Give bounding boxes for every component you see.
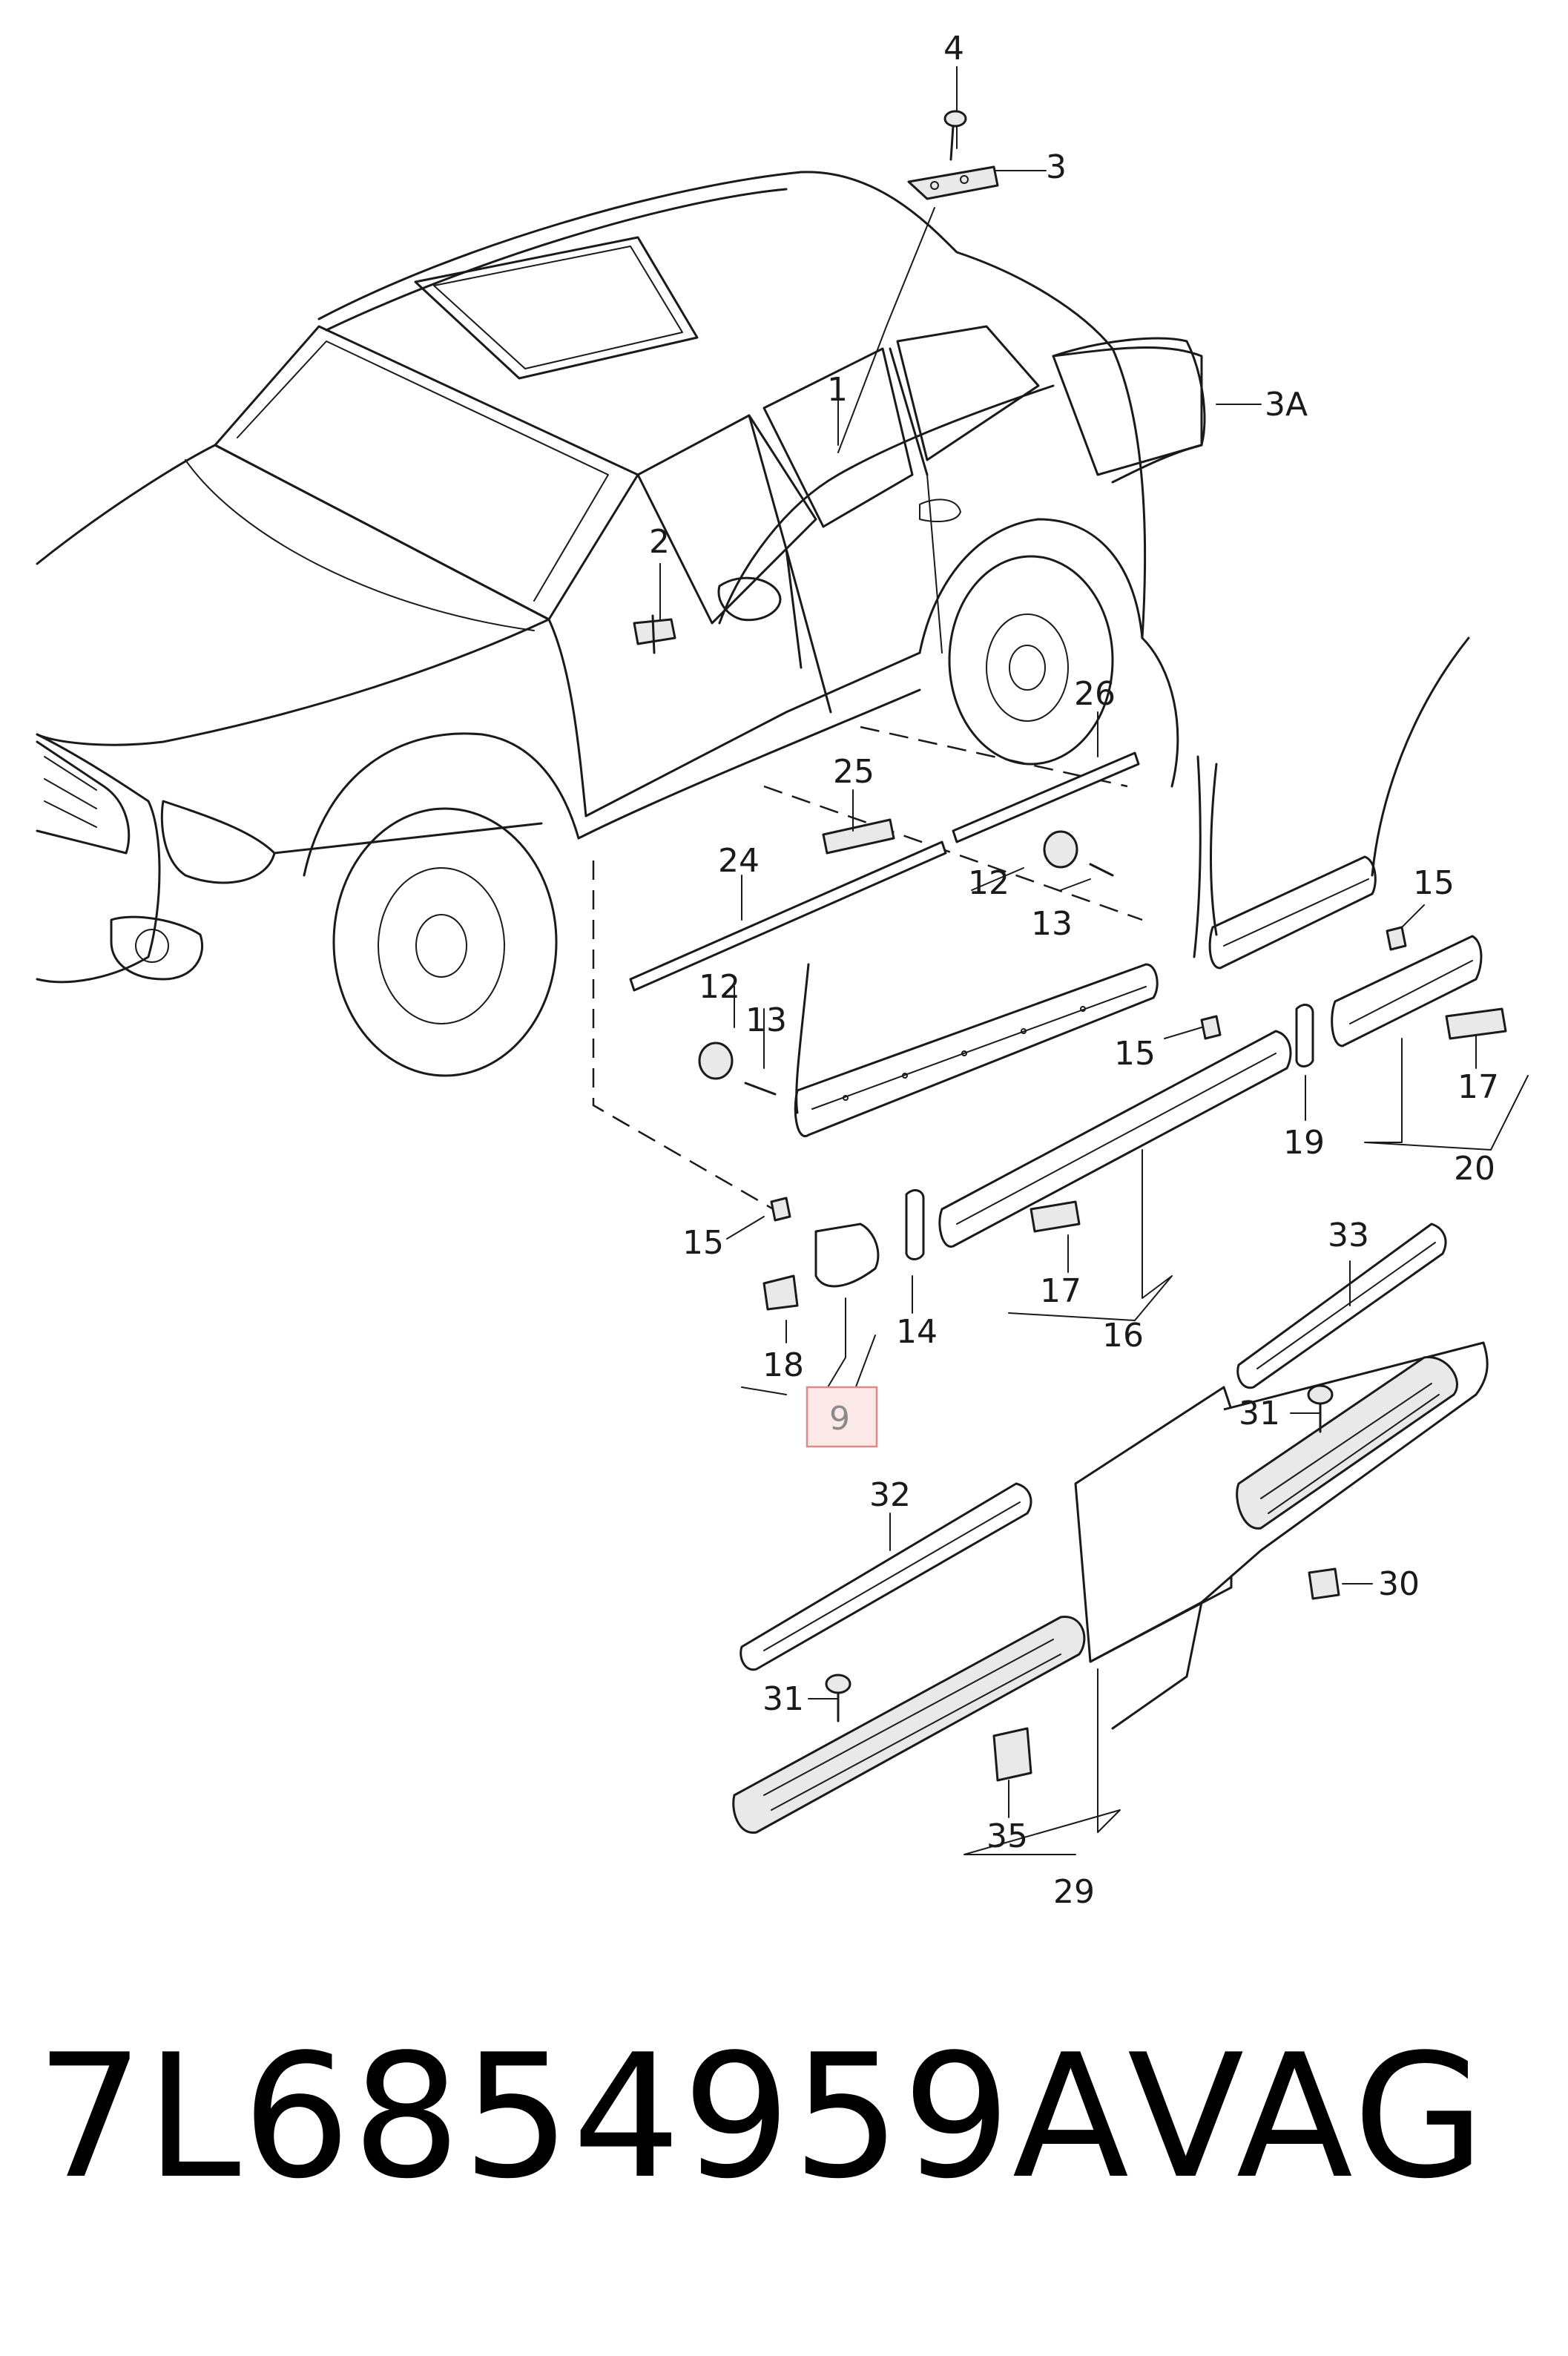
part-19-seal — [1295, 1004, 1314, 1067]
callout-17-mid: 17 — [1040, 1272, 1081, 1310]
part-9-end-cap — [814, 1223, 880, 1288]
callout-29: 29 — [1053, 1873, 1095, 1911]
callout-leaders — [659, 400, 1529, 1855]
part-3-bracket — [907, 165, 999, 200]
part-26-strip — [952, 751, 1140, 843]
rear-door-edge — [1193, 755, 1202, 958]
highlighted-callout-9[interactable]: 9 — [806, 1386, 878, 1448]
trim-strip-32 — [739, 1482, 1032, 1671]
callout-25: 25 — [833, 753, 874, 791]
trim-strip-33 — [1236, 1223, 1447, 1389]
callout-19: 19 — [1283, 1124, 1325, 1162]
callout-9: 9 — [829, 1400, 850, 1438]
brand-name: VAG — [1127, 2018, 1489, 2217]
callout-12-right: 12 — [968, 864, 1009, 902]
leader-lines — [592, 66, 1262, 1218]
callout-16: 16 — [1102, 1317, 1144, 1355]
part-4-screw — [943, 110, 967, 161]
callout-24: 24 — [718, 842, 760, 880]
callout-14: 14 — [896, 1313, 938, 1351]
callout-labels: 4 3 1 3A 2 26 25 24 12 13 15 12 13 15 17… — [649, 30, 1499, 1911]
callout-3a: 3A — [1265, 386, 1308, 424]
callout-15-front: 15 — [682, 1224, 724, 1262]
part-number: 7L6854959A — [36, 2018, 1131, 2217]
callout-35: 35 — [986, 1817, 1028, 1855]
part-3a-seal — [1052, 337, 1206, 484]
callout-4: 4 — [943, 30, 964, 68]
sill-panel-29 — [732, 1341, 1489, 1834]
part-25-clip — [822, 818, 895, 855]
sill-fasteners — [825, 1384, 1340, 1782]
part-2-clip — [633, 614, 676, 654]
front-door-molding — [794, 963, 1159, 1138]
callout-2: 2 — [649, 523, 670, 561]
rear-fender-edge — [1371, 636, 1470, 877]
front-door-edge — [795, 963, 810, 1114]
part-1-molding — [718, 384, 1055, 625]
upper-rear-molding — [1208, 855, 1377, 970]
callout-32: 32 — [869, 1476, 911, 1514]
callout-12-left: 12 — [699, 968, 740, 1006]
parts-diagram: 4 3 1 3A 2 26 25 24 12 13 15 12 13 15 17… — [36, 30, 1529, 1911]
part-14-seal — [905, 1189, 925, 1260]
callout-26: 26 — [1074, 675, 1116, 713]
callout-1: 1 — [827, 371, 848, 409]
car-body-illustration — [36, 171, 1203, 1077]
callout-15-rear: 15 — [1413, 864, 1455, 902]
callout-30: 30 — [1378, 1565, 1420, 1603]
rear-quarter-molding — [1331, 935, 1483, 1047]
callout-20: 20 — [1454, 1150, 1495, 1188]
callout-15-mid: 15 — [1114, 1035, 1156, 1073]
rear-door-molding — [938, 1030, 1292, 1248]
callout-17-rear: 17 — [1457, 1068, 1499, 1106]
part-24-strip — [629, 840, 947, 992]
callout-31-lower: 31 — [762, 1680, 804, 1718]
callout-13-left: 13 — [745, 1001, 787, 1039]
rear-door-b-edge — [1210, 763, 1218, 936]
callout-33: 33 — [1328, 1217, 1369, 1254]
fasteners — [698, 830, 1507, 1311]
callout-31-upper: 31 — [1239, 1395, 1280, 1432]
callout-3: 3 — [1046, 148, 1067, 186]
callout-18: 18 — [762, 1346, 804, 1384]
footer-caption: 7L6854959A VAG — [0, 2003, 1568, 2270]
callout-13-right: 13 — [1031, 905, 1073, 943]
